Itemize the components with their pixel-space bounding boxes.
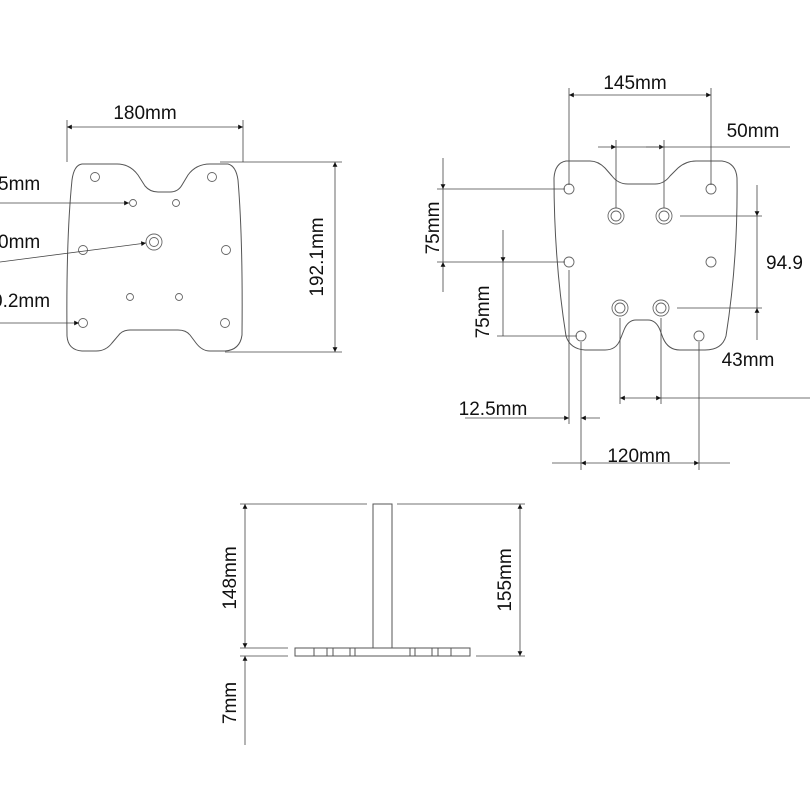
leader-label-2: 0mm (0, 232, 40, 253)
post-height-148-label: 148mm (220, 546, 241, 609)
thickness-7-label: 7mm (220, 682, 241, 724)
leader-label-1: 5mm (0, 174, 40, 195)
post (372, 503, 393, 649)
left-plate-holes (78, 172, 231, 328)
right-plate-holes (563, 183, 717, 342)
vertical-75-upper-label: 75mm (423, 202, 444, 255)
spacing-120-label: 120mm (607, 446, 670, 467)
notch-43-label: 43mm (722, 350, 775, 371)
side-view: 148mm 7mm 155mm (220, 503, 525, 745)
right-plate-outline (553, 160, 738, 351)
offset-12-5-label: 12.5mm (459, 399, 528, 420)
inner-vertical-94-label: 94.9 (766, 253, 803, 274)
height-192-label: 192.1mm (307, 217, 328, 296)
left-plate-view: 180mm 192.1mm 5mm 0mm 0.2mm (0, 103, 342, 353)
spacing-50-label: 50mm (727, 121, 780, 142)
leader-label-3: 0.2mm (0, 291, 50, 312)
base-plate (294, 647, 471, 657)
right-plate-view: 145mm 50mm 75mm 75mm 94.9 43mm 12.5mm 12… (423, 73, 810, 470)
vertical-75-lower-label: 75mm (473, 286, 494, 339)
width-145-label: 145mm (603, 73, 666, 94)
base-plate-holes (313, 648, 452, 656)
left-plate-outline (66, 163, 243, 352)
width-180-label: 180mm (113, 103, 176, 124)
total-height-155-label: 155mm (495, 548, 516, 611)
